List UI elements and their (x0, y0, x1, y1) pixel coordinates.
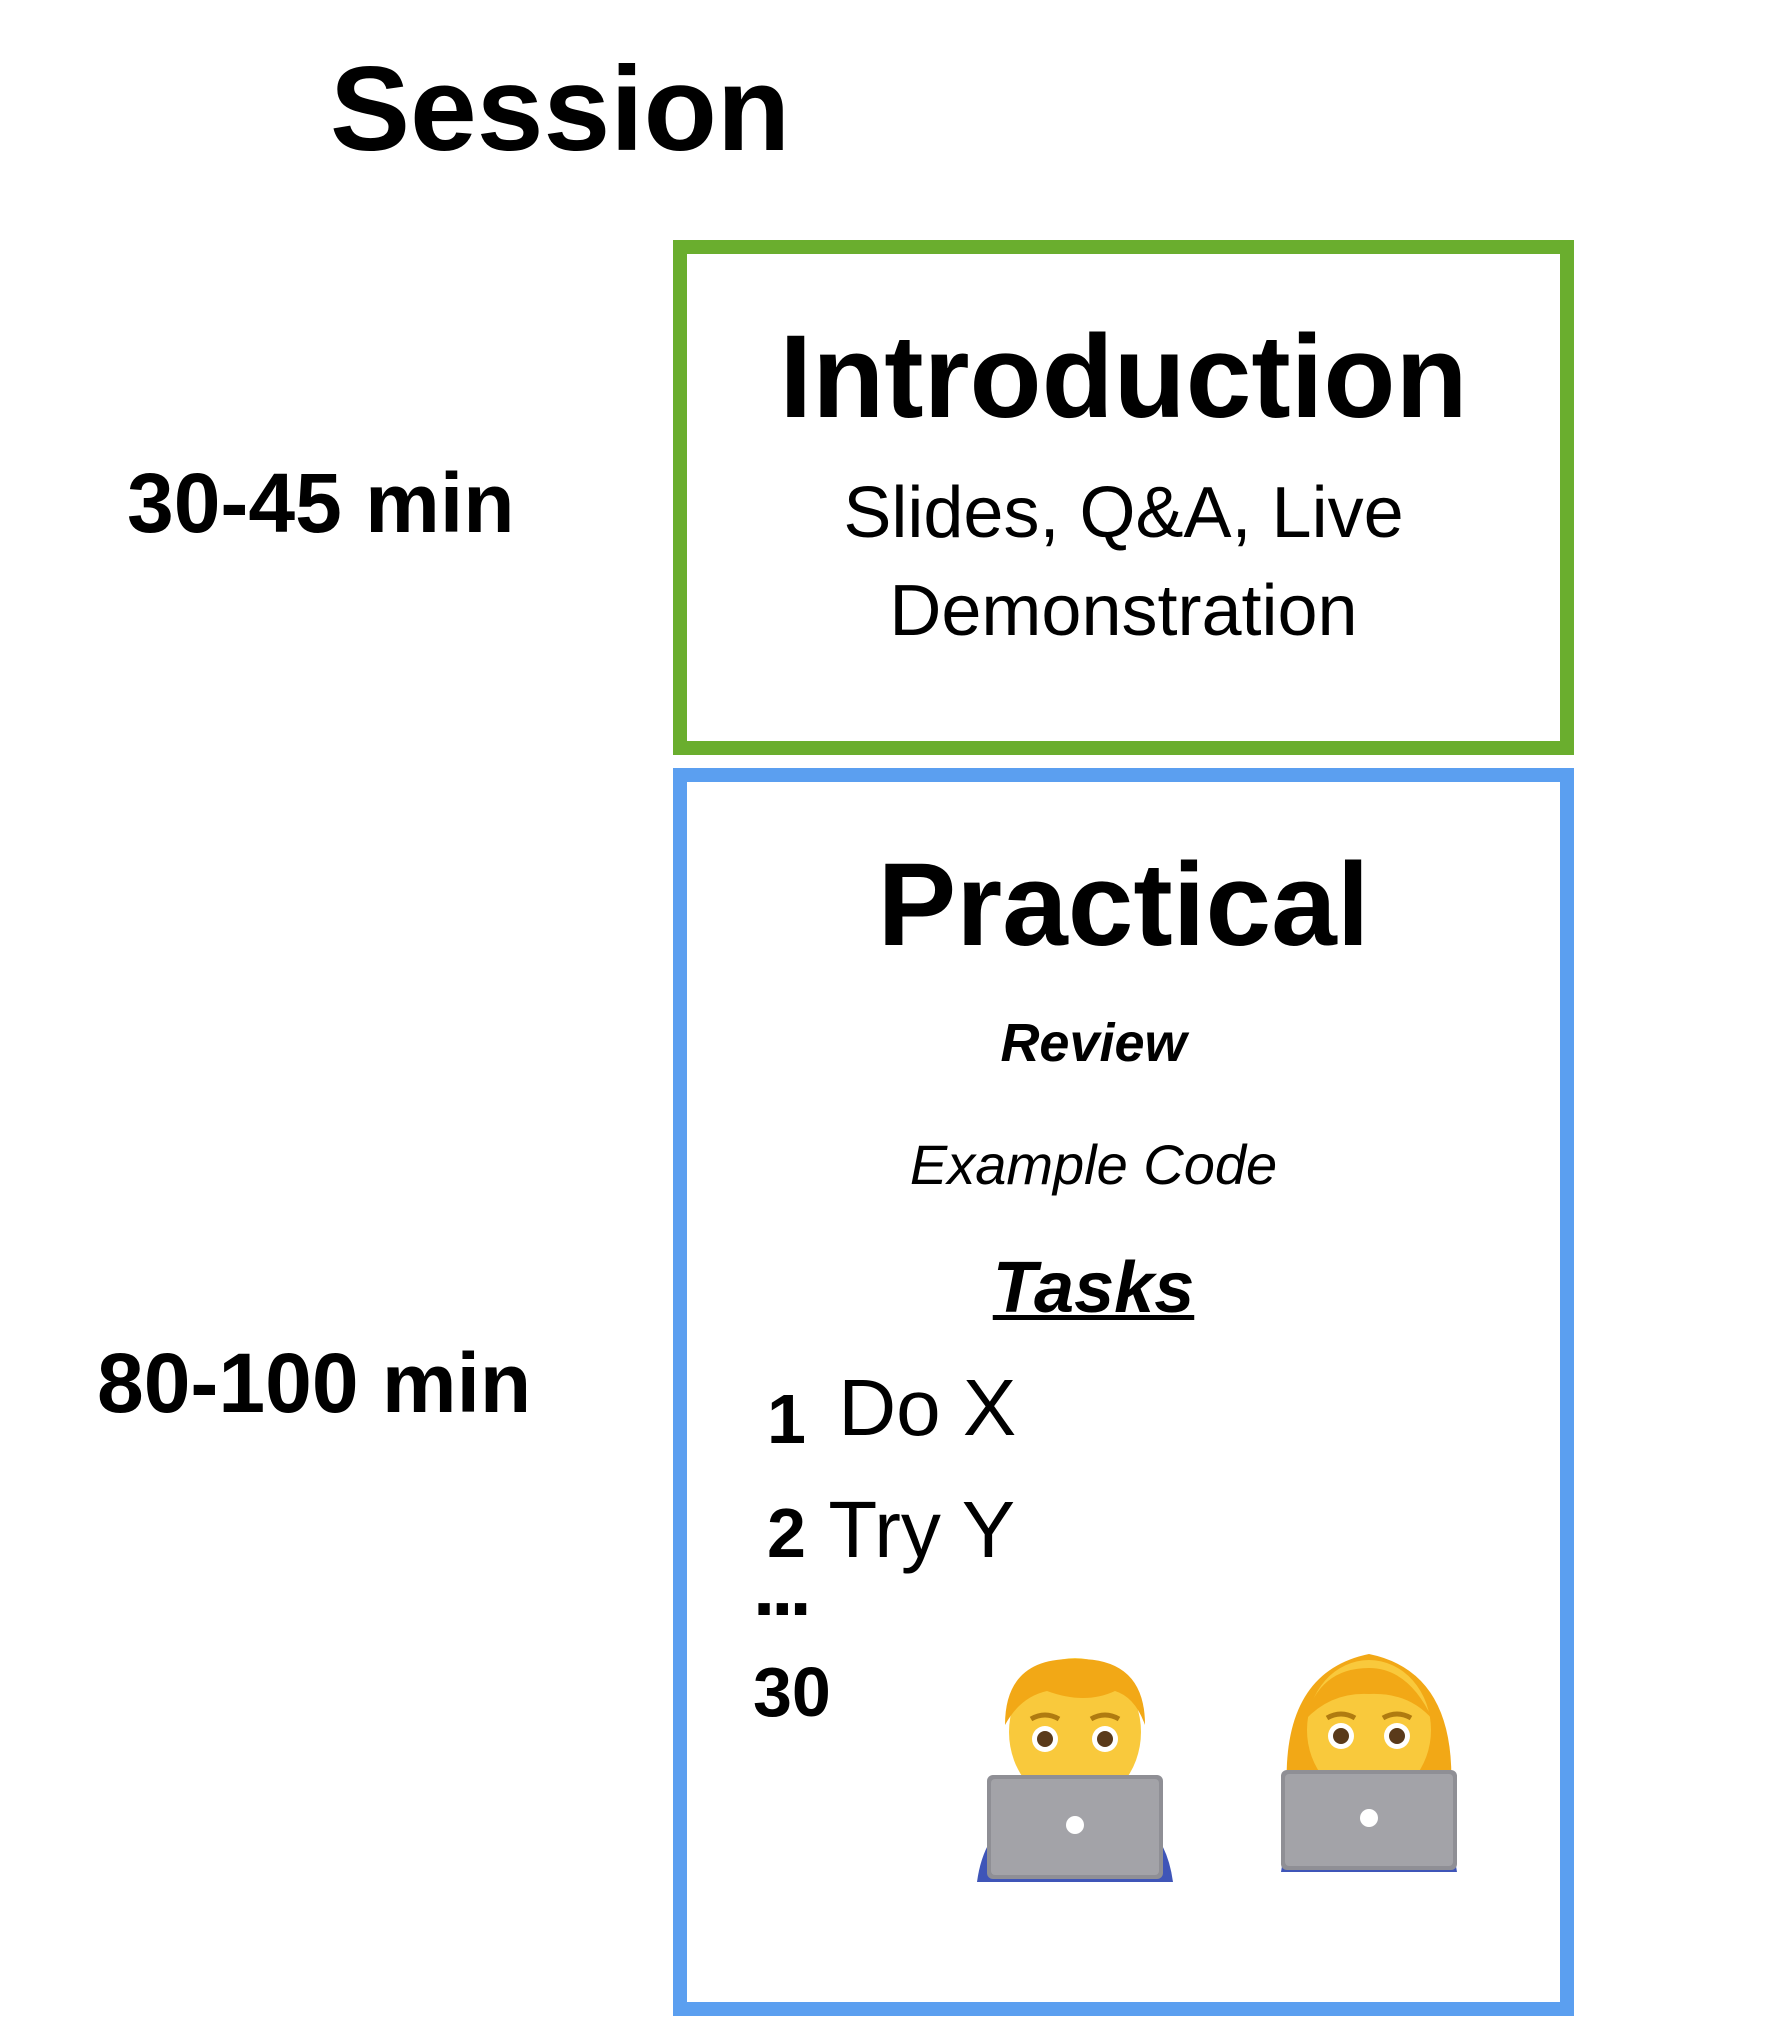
example-code-label: Example Code (909, 1133, 1278, 1196)
practical-box: Practical Review Example Code Tasks 1 Do… (673, 768, 1574, 2016)
woman-technologist-icon (1281, 1654, 1457, 1872)
introduction-description-line-2: Demonstration (889, 571, 1358, 651)
practical-title: Practical (877, 839, 1370, 971)
review-label: Review (1000, 1013, 1187, 1073)
introduction-title: Introduction (779, 311, 1468, 443)
introduction-description: Slides, Q&A, Live Demonstration (687, 464, 1560, 660)
man-technologist-icon (977, 1658, 1173, 1882)
task-number-1: 1 (767, 1380, 806, 1458)
intro-duration-label: 30-45 min (127, 456, 515, 550)
task-number-2: 2 (767, 1494, 806, 1572)
task-number-last: 30 (753, 1653, 831, 1731)
task-ellipsis: ... (753, 1543, 812, 1632)
task-item-1: 1 Do X (767, 1362, 1017, 1458)
session-title: Session (330, 42, 791, 176)
introduction-box: Introduction Slides, Q&A, Live Demonstra… (673, 240, 1574, 755)
task-text-1: Do X (838, 1363, 1017, 1452)
tasks-heading: Tasks (992, 1248, 1195, 1328)
task-item-2: 2 Try Y (767, 1484, 1015, 1576)
task-text-2: Try Y (828, 1485, 1016, 1574)
introduction-description-line-1: Slides, Q&A, Live (843, 473, 1404, 553)
practical-duration-label: 80-100 min (97, 1336, 532, 1430)
